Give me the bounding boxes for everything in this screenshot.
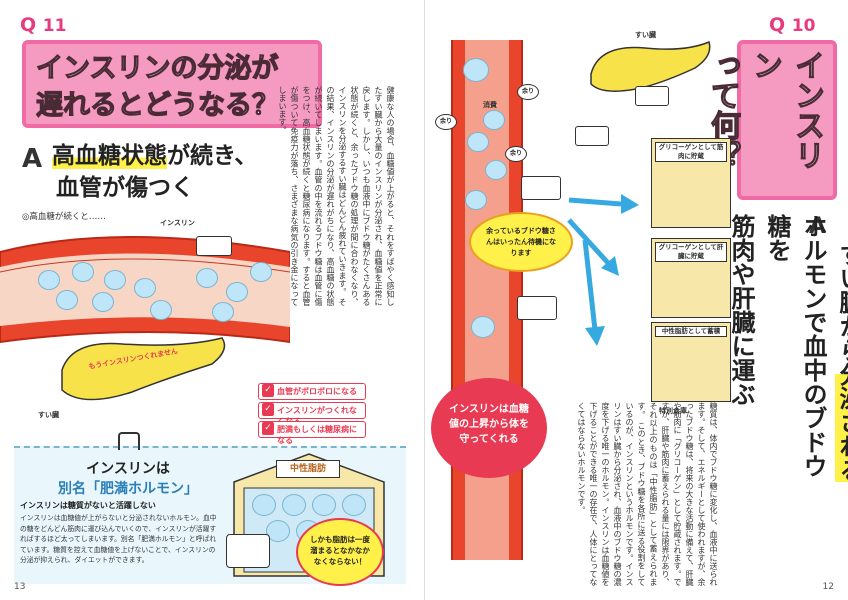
q-prefix: Q: [20, 14, 37, 36]
speech-bubble-fat: しかも脂肪は一度溜まるとなかなかなくならない！: [296, 518, 384, 586]
column-subtitle: インスリンは糖質がないと活躍しない: [20, 501, 156, 510]
body-text-left: 健康な人の場合、血糖値が上がると、それをすばやく感知したすい臓から大量のインスリ…: [278, 86, 396, 306]
check-item-3: 肥満もしくは糖尿病になる: [258, 421, 366, 445]
glucose-character: [72, 262, 94, 282]
glucose-character: [471, 316, 495, 338]
q-number: 11: [42, 16, 67, 36]
glucose-character: [150, 300, 172, 320]
question-title-line1: インスリンの分泌が: [35, 52, 279, 84]
glucose-character: [92, 292, 114, 312]
answer-highlight: 高血糖状態: [52, 143, 167, 169]
fat-character: [342, 494, 366, 516]
pancreas-illustration: [61, 337, 226, 401]
answer-line1: すい臓から分泌される: [835, 242, 848, 482]
glucose-character: [467, 132, 489, 152]
glucose-character: [104, 270, 126, 290]
answer-letter: A: [22, 144, 43, 174]
answer-line2: ホルモンで血中のブドウ糖を: [763, 214, 827, 478]
glucose-character: [483, 110, 505, 130]
insulin-truck: [521, 176, 561, 200]
label-pancreas: すい臓: [38, 411, 59, 419]
fat-character: [252, 494, 276, 516]
body-text-right: 糖質は、体内でブドウ糖に変化し、血液中に送られます。そして、エネルギーとして使わ…: [577, 402, 719, 586]
question-title-box: インスリンの分泌が 遅れるとどうなる？: [22, 40, 322, 128]
question-number: Q 11: [20, 14, 66, 36]
question-number: Q 10: [769, 14, 815, 36]
fat-character: [266, 520, 290, 542]
label-pancreas: すい臓: [635, 31, 656, 39]
warehouse-fat-label: 中性脂肪として蓄積: [655, 326, 727, 337]
speech-bubble-waiting: 余っているブドウ糖さんはいったん待機になります: [469, 212, 573, 272]
q-number: 10: [791, 16, 816, 36]
answer-line3: 筋肉や肝臓に運ぶ: [727, 214, 755, 406]
glucose-character: [485, 160, 507, 180]
warehouse-liver-label: グリコーゲンとして肝臓に貯蔵: [655, 242, 727, 262]
answer-line2: 血管が傷つく: [56, 175, 194, 201]
check-item-2: インスリンがつくれなくなる: [258, 402, 366, 426]
glucose-character: [38, 270, 60, 290]
check-item-1: 血管がボロボロになる: [258, 383, 366, 400]
right-page: Q 10 インスリン って何？ A すい臓から分泌される ホルモンで血中のブドウ…: [424, 0, 848, 600]
answer-letter: A: [809, 214, 827, 239]
column-body: インスリンは血糖値が上がらないと分泌されないホルモン。血中の糖をどんどん筋肉に運…: [20, 514, 217, 564]
glucose-character: [212, 302, 234, 322]
insulin-truck: [517, 296, 557, 320]
glucose-character: [463, 58, 489, 82]
glucose-character: [56, 290, 78, 310]
fat-character: [312, 494, 336, 516]
label-leftover: 余り: [505, 146, 527, 162]
insulin-truck: [196, 236, 232, 256]
insulin-truck: [635, 86, 669, 106]
page-number-right: 12: [822, 582, 834, 592]
speech-bubble-protect: インスリンは血糖値の上昇から体を守ってくれる: [431, 378, 547, 478]
left-page: Q 11 インスリンの分泌が 遅れるとどうなる？ A 高血糖状態が続き、 血管が…: [0, 0, 424, 600]
question-title-line2: 遅れるとどうなる？: [35, 89, 279, 121]
clip-icon: [118, 432, 140, 450]
answer-heading: 高血糖状態が続き、 血管が傷つく: [52, 140, 257, 204]
warehouse-muscle-label: グリコーゲンとして筋肉に貯蔵: [655, 142, 727, 162]
label-leftover: 余り: [435, 114, 457, 130]
question-title-box: インスリン って何？: [704, 40, 837, 200]
body-paragraph-2: その結果、インスリンの分泌が遅れがちになり、高血糖の状態が続いてしまいます。血管…: [278, 86, 347, 307]
answer-line1-rest: が続き、: [167, 143, 258, 169]
q-prefix: Q: [769, 14, 786, 36]
label-consume: 消費: [483, 101, 497, 109]
glucose-character: [465, 190, 487, 210]
page-number-left: 13: [14, 582, 26, 592]
label-insulin: インスリン: [160, 219, 195, 227]
truck-character: [226, 534, 270, 568]
caption: ◎高血糖が続くと……: [22, 212, 106, 222]
body-paragraph-2: このとき、ブドウ糖を各所に送る役割をしているのが、インスリンというホルモンです。…: [577, 402, 646, 587]
answer-heading: すい臓から分泌される ホルモンで血中のブドウ糖を 筋肉や肝臓に運ぶ: [723, 214, 848, 494]
column-title-line2: 別名「肥満ホルモン」: [58, 481, 198, 497]
label-special-warehouse: 特別倉庫: [659, 407, 687, 415]
body-paragraph-1: 糖質は、体内でブドウ糖に変化し、血液中に送られます。そして、エネルギーとして使わ…: [637, 402, 718, 586]
question-title-line1: インスリン: [746, 49, 824, 170]
glucose-character: [196, 268, 218, 288]
column-title-line1: インスリンは: [86, 461, 170, 477]
column-title: インスリンは 別名「肥満ホルモン」: [48, 458, 208, 498]
glucose-character: [134, 278, 156, 298]
warehouse-sign: 中性脂肪: [276, 460, 340, 478]
fat-character: [282, 494, 306, 516]
glucose-character: [226, 282, 248, 302]
insulin-truck: [575, 126, 609, 146]
pancreas-illustration: [590, 40, 711, 92]
label-leftover: 余り: [517, 84, 539, 100]
body-paragraph-1: 健康な人の場合、血糖値が上がると、それをすばやく感知したすい臓から大量のインスリ…: [338, 86, 395, 306]
glucose-character: [250, 262, 272, 282]
transport-arrows: [567, 194, 639, 346]
